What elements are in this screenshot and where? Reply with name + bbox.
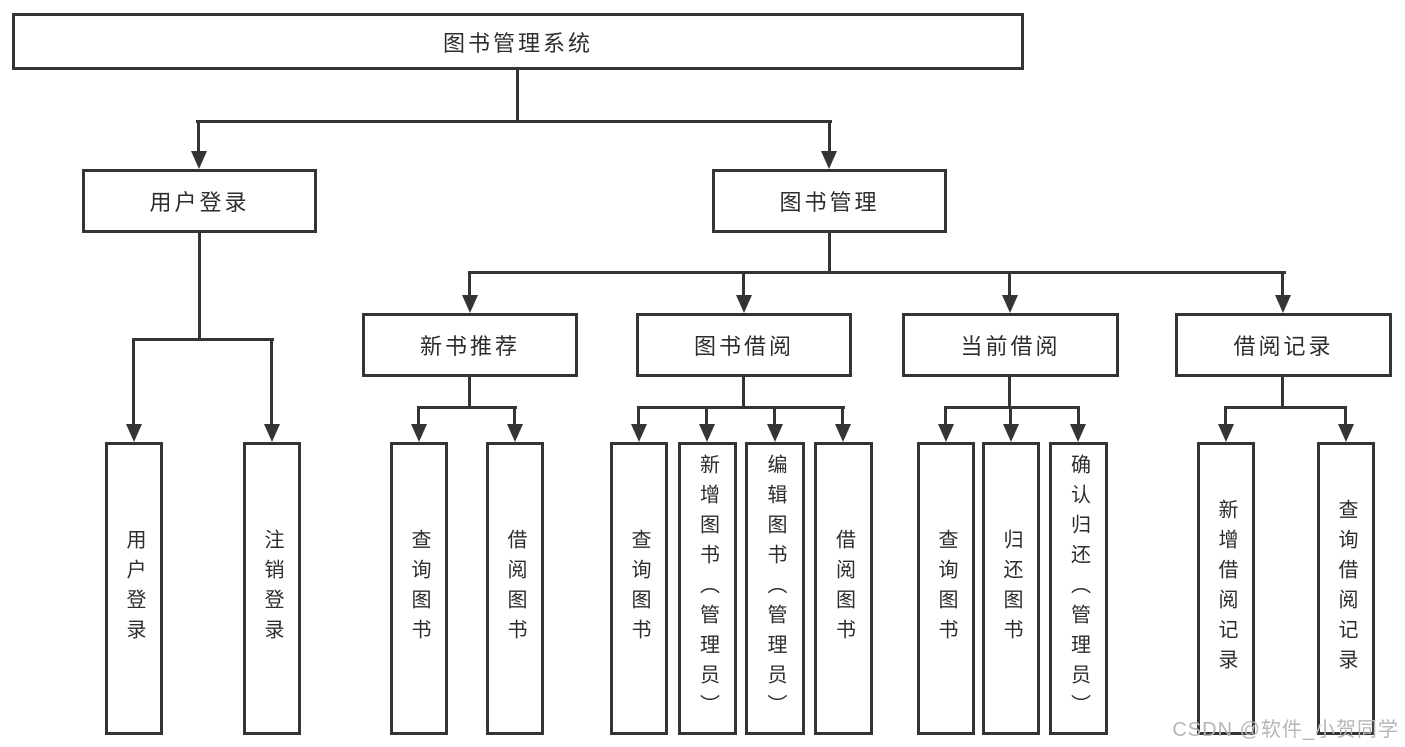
leaf-label: 借阅图书 [504, 528, 526, 649]
leaf-query-books: 查询图书 [610, 442, 668, 735]
arrow-down-icon [191, 151, 207, 169]
connector-new-book-stem [468, 377, 471, 409]
connector-root-hsplit [196, 120, 832, 123]
leaf-logout: 注销登录 [243, 442, 301, 735]
connector-new-book-hsplit [417, 406, 517, 409]
connector-drop-book-borrow [742, 271, 745, 298]
connector-drop-leaf [944, 406, 947, 427]
leaf-confirm-return-admin: 确认归还（管理员） [1049, 442, 1108, 735]
leaf-label: 编辑图书（管理员） [764, 453, 786, 724]
leaf-label: 用户登录 [123, 528, 145, 649]
leaf-label: 查询图书 [935, 528, 957, 649]
arrow-down-icon [736, 295, 752, 313]
arrow-down-icon [699, 424, 715, 442]
leaf-return-books: 归还图书 [982, 442, 1040, 735]
connector-root-stem [516, 70, 519, 123]
arrow-down-icon [1002, 295, 1018, 313]
connector-current-borrow-stem [1008, 377, 1011, 409]
node-book-borrowing: 图书借阅 [636, 313, 852, 377]
leaf-label: 查询图书 [628, 528, 650, 649]
leaf-label: 归还图书 [1000, 528, 1022, 649]
leaf-label: 新增图书（管理员） [696, 453, 719, 724]
connector-user-login-hsplit [132, 338, 274, 341]
connector-borrow-record-hsplit [1224, 406, 1347, 409]
connector-drop-leaf [841, 406, 844, 427]
arrow-down-icon [411, 424, 427, 442]
connector-drop-leaf [705, 406, 708, 427]
connector-book-borrow-stem [742, 377, 745, 409]
leaf-label: 新增借阅记录 [1215, 498, 1237, 679]
connector-book-management-stem [828, 233, 831, 274]
arrow-down-icon [126, 424, 142, 442]
connector-drop-leaf [773, 406, 776, 427]
connector-drop-leaf [270, 338, 273, 427]
leaf-add-book-admin: 新增图书（管理员） [678, 442, 737, 735]
connector-drop-book-management [828, 120, 831, 155]
leaf-label: 注销登录 [261, 528, 283, 649]
connector-drop-leaf [417, 406, 420, 427]
connector-borrow-record-stem [1281, 377, 1284, 409]
leaf-label: 查询图书 [408, 528, 430, 649]
connector-current-borrow-hsplit [944, 406, 1080, 409]
arrow-down-icon [462, 295, 478, 313]
connector-book-borrow-hsplit [637, 406, 845, 409]
arrow-down-icon [631, 424, 647, 442]
leaf-borrow-books: 借阅图书 [486, 442, 544, 735]
node-current-borrowing: 当前借阅 [902, 313, 1119, 377]
connector-drop-leaf [1009, 406, 1012, 427]
connector-drop-leaf [132, 338, 135, 427]
arrow-down-icon [1218, 424, 1234, 442]
watermark: CSDN @软件_小贺同学 [1172, 719, 1399, 741]
leaf-query-borrow-record: 查询借阅记录 [1317, 442, 1375, 735]
leaf-query-books: 查询图书 [917, 442, 975, 735]
connector-drop-leaf [637, 406, 640, 427]
connector-drop-leaf [1077, 406, 1080, 427]
arrow-down-icon [767, 424, 783, 442]
leaf-user-login: 用户登录 [105, 442, 163, 735]
leaf-label: 借阅图书 [832, 528, 855, 649]
leaf-add-borrow-record: 新增借阅记录 [1197, 442, 1255, 735]
arrow-down-icon [938, 424, 954, 442]
connector-drop-leaf [1344, 406, 1347, 427]
node-new-book-recommend: 新书推荐 [362, 313, 578, 377]
leaf-query-books: 查询图书 [390, 442, 448, 735]
arrow-down-icon [1338, 424, 1354, 442]
arrow-down-icon [507, 424, 523, 442]
node-root-system: 图书管理系统 [12, 13, 1024, 70]
arrow-down-icon [821, 151, 837, 169]
connector-level3-hsplit [468, 271, 1286, 274]
arrow-down-icon [1070, 424, 1086, 442]
connector-drop-leaf [1224, 406, 1227, 427]
node-borrowing-records: 借阅记录 [1175, 313, 1392, 377]
arrow-down-icon [835, 424, 851, 442]
leaf-label: 查询借阅记录 [1335, 498, 1357, 679]
leaf-label: 确认归还（管理员） [1067, 453, 1090, 724]
connector-user-login-stem [198, 233, 201, 341]
connector-drop-current-borrow [1008, 271, 1011, 298]
leaf-borrow-books: 借阅图书 [814, 442, 873, 735]
arrow-down-icon [1003, 424, 1019, 442]
node-user-login: 用户登录 [82, 169, 317, 233]
leaf-edit-book-admin: 编辑图书（管理员） [745, 442, 805, 735]
connector-drop-new-book [468, 271, 471, 298]
node-book-management: 图书管理 [712, 169, 947, 233]
connector-drop-leaf [513, 406, 516, 427]
arrow-down-icon [264, 424, 280, 442]
connector-drop-user-login [197, 120, 200, 155]
arrow-down-icon [1275, 295, 1291, 313]
connector-drop-borrow-record [1281, 271, 1284, 298]
